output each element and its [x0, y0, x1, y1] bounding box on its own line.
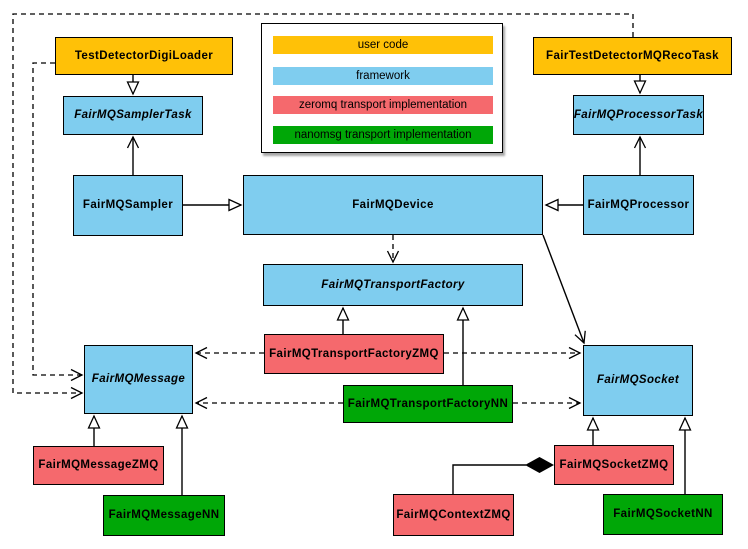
class-box-fairmqprocessor: FairMQProcessor	[583, 175, 694, 235]
class-box-fairmqsocketnn: FairMQSocketNN	[603, 494, 723, 535]
class-box-fairmqsampler: FairMQSampler	[73, 175, 183, 236]
class-box-fairmqsocket: FairMQSocket	[583, 345, 693, 416]
edge-digiloader-message	[32, 62, 84, 382]
legend-item-nanomsg: nanomsg transport implementation	[273, 126, 493, 144]
class-box-fairmqsamplertask: FairMQSamplerTask	[63, 96, 203, 135]
class-box-fairmqtransportfactoryzmq: FairMQTransportFactoryZMQ	[264, 334, 444, 374]
class-box-fairmqtransportfactorynn: FairMQTransportFactoryNN	[343, 385, 513, 423]
class-box-fairmqmessagenn: FairMQMessageNN	[103, 495, 225, 536]
class-box-fairmqdevice: FairMQDevice	[243, 175, 543, 235]
legend-item-framework: framework	[273, 67, 493, 85]
legend: user code framework zeromq transport imp…	[261, 23, 503, 153]
legend-item-user-code: user code	[273, 36, 493, 54]
edge-contextzmq-socketzmq	[452, 464, 526, 494]
class-box-fairmqtransportfactory: FairMQTransportFactory	[263, 264, 523, 306]
class-box-fairmqsocketzmq: FairMQSocketZMQ	[554, 445, 674, 485]
class-box-fairmqmessagezmq: FairMQMessageZMQ	[33, 446, 164, 485]
class-box-fairmqmessage: FairMQMessage	[84, 345, 193, 414]
composition-diamond-icon	[525, 457, 554, 473]
class-box-testdetectordigiloader: TestDetectorDigiLoader	[55, 37, 233, 75]
edge-recotask-message	[12, 13, 634, 400]
class-box-fairtestdetectormqrecotask: FairTestDetectorMQRecoTask	[533, 37, 732, 75]
class-box-fairmqprocessortask: FairMQProcessorTask	[573, 95, 704, 135]
edge-device-socket	[542, 234, 586, 345]
legend-item-zeromq: zeromq transport implementation	[273, 96, 493, 114]
class-box-fairmqcontextzmq: FairMQContextZMQ	[393, 494, 514, 536]
